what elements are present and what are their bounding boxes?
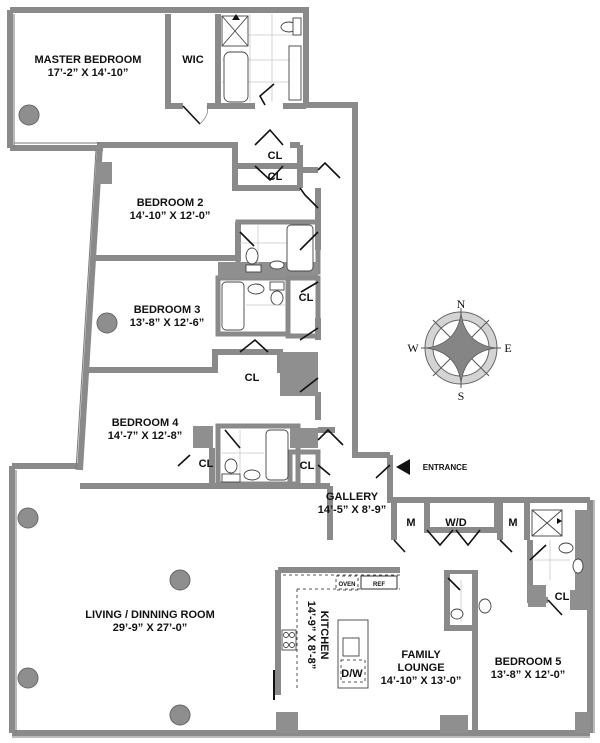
compass-rose: N S E W (407, 297, 511, 403)
gallery-name: GALLERY (326, 491, 379, 503)
bathroom-5 (531, 509, 584, 580)
closet-label: CL (555, 591, 570, 603)
kitchen-name: KITCHEN (318, 611, 330, 660)
bathroom-2 (240, 224, 314, 273)
entrance-arrow-icon (396, 459, 410, 475)
column (17, 667, 39, 689)
master-bedroom-dims: 17’-2” X 14’-10” (48, 67, 129, 79)
column (169, 569, 191, 591)
closet-label: CL (268, 171, 283, 183)
bathroom-4 (221, 429, 289, 483)
closet-label: CL (199, 458, 214, 470)
bedroom-3-name: BEDROOM 3 (134, 304, 201, 316)
closet-label: CL (299, 292, 314, 304)
bedroom-5-name: BEDROOM 5 (495, 656, 562, 668)
powder-room (445, 570, 492, 630)
bathtub (223, 51, 249, 103)
gallery-dims: 14’-5” X 8’-9” (318, 504, 386, 516)
vanity (288, 45, 302, 101)
family-lounge-name-2: LOUNGE (397, 662, 444, 674)
bedroom-5-dims: 13’-8” X 12’-0” (491, 669, 566, 681)
ref-label: REF (373, 582, 385, 588)
closet-label: CL (245, 372, 260, 384)
column (169, 704, 191, 726)
family-lounge-name-1: FAMILY (401, 649, 441, 661)
living-room-dims: 29’-9” X 27’-0” (113, 622, 188, 634)
shower-head-icon (232, 14, 240, 20)
sink (342, 637, 360, 657)
compass-east: E (504, 341, 511, 355)
walls (7, 7, 593, 736)
bedroom-4-name: BEDROOM 4 (112, 417, 180, 429)
compass-north: N (457, 297, 466, 311)
closet-label: CL (300, 460, 315, 472)
column (96, 312, 118, 334)
column (17, 507, 39, 529)
mechanical-closet-label: M (406, 517, 415, 529)
master-bedroom-name: MASTER BEDROOM (35, 54, 142, 66)
entrance-label: ENTRANCE (423, 463, 468, 472)
compass-west: W (407, 341, 419, 355)
bedroom-3-dims: 13’-8” X 12’-6” (130, 317, 205, 329)
windows (12, 14, 595, 738)
compass-south: S (458, 389, 465, 403)
bedroom-2-dims: 14’-10” X 12’-0” (130, 210, 211, 222)
closet-label: CL (268, 150, 283, 162)
column (18, 104, 40, 126)
dishwasher-label: D/W (341, 668, 363, 680)
mechanical-closet-label: M (508, 517, 517, 529)
living-room-name: LIVING / DINNING ROOM (85, 609, 215, 621)
bedroom-4-dims: 14’-7” X 12’-8” (108, 430, 183, 442)
wic-label: WIC (182, 54, 203, 66)
oven-label: OVEN (338, 582, 355, 588)
bathroom-3 (221, 281, 286, 331)
structural-columns (17, 104, 191, 726)
washer-dryer-label: W/D (445, 517, 466, 529)
bedroom-2-name: BEDROOM 2 (137, 197, 204, 209)
room-labels: MASTER BEDROOM 17’-2” X 14’-10” WIC CL C… (35, 54, 570, 687)
kitchen-layout (273, 574, 400, 700)
master-bathroom (221, 14, 302, 106)
kitchen-dims: 14’-9” X 8’-8” (305, 601, 317, 669)
family-lounge-dims: 14’-10” X 13’-0” (381, 675, 462, 687)
doors (177, 105, 563, 616)
refrigerator (360, 575, 398, 590)
